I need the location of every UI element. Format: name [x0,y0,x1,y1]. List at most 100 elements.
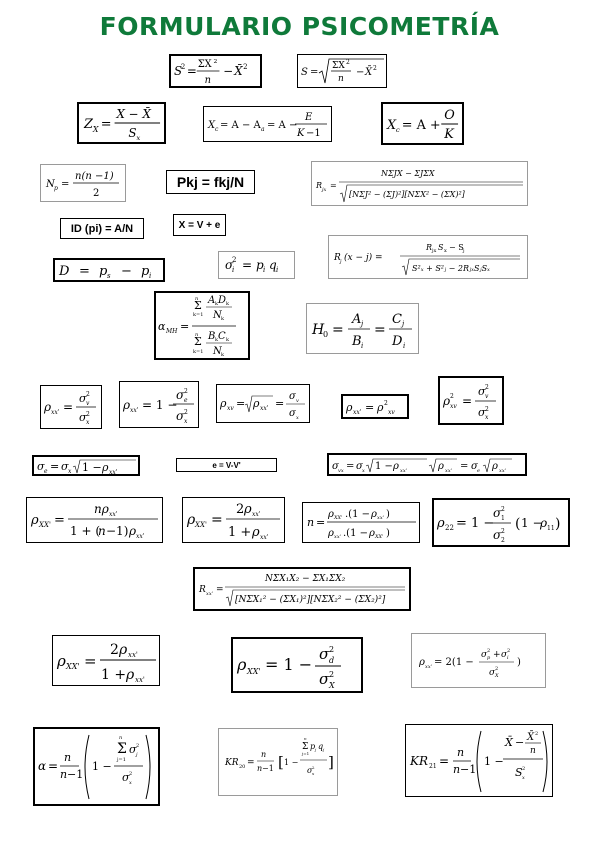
svg-text:k: k [226,337,230,343]
svg-text:α: α [158,320,166,333]
svg-text:=: = [61,179,69,190]
svg-text:σ: σ [129,743,137,756]
svg-text:j: j [314,747,317,752]
svg-text:xx': xx' [260,405,269,412]
svg-text:=: = [216,585,224,595]
svg-text:X̄: X̄ [504,735,514,748]
svg-text:D: D [58,264,70,279]
svg-text:ρ: ρ [122,398,130,412]
svg-text:S: S [301,67,308,78]
svg-text:= 1 −: = 1 − [265,655,312,674]
svg-text:q: q [269,258,277,272]
svg-text:=: = [48,759,58,773]
svg-text:X: X [207,120,216,131]
svg-text:ρ: ρ [442,394,450,408]
svg-text:=: = [54,513,65,528]
svg-text:(: ( [515,516,520,532]
svg-text:= 2(1 −: = 2(1 − [434,657,474,668]
svg-text:22: 22 [445,524,454,532]
svg-text:ρ: ρ [56,652,66,670]
svg-text:xx': xx' [252,511,261,518]
svg-text:2: 2 [373,65,377,72]
svg-text:i: i [149,272,151,280]
svg-text:1 + (: 1 + ( [70,524,100,538]
svg-text:xx': xx' [377,515,384,521]
svg-text:21: 21 [429,763,437,770]
svg-text:R: R [315,181,322,190]
svg-text:=: = [374,322,386,338]
svg-text:xv: xv [388,409,395,416]
svg-text:σ: σ [319,670,330,688]
formula-p-kj: Pkj = fkj/N [166,170,255,194]
svg-text:ρ: ρ [327,528,334,539]
svg-text:2: 2 [110,642,119,658]
svg-text:ρ: ρ [236,655,247,674]
svg-text:MH: MH [165,328,178,335]
svg-text:v: v [86,400,90,407]
svg-text:XX': XX' [374,534,384,540]
svg-text:k: k [221,352,225,358]
svg-text:i: i [276,266,278,274]
svg-text:ρ: ρ [118,642,128,658]
svg-text:2: 2 [384,400,388,407]
svg-text:2: 2 [522,766,525,772]
svg-text:k: k [226,301,230,307]
svg-text:XX': XX' [65,662,80,671]
svg-text:j=1: j=1 [116,757,126,763]
svg-text:ρ: ρ [101,461,109,474]
svg-text:Σ: Σ [194,299,202,312]
svg-text:i: i [263,266,265,274]
svg-text:2: 2 [495,666,498,672]
svg-text:H: H [311,322,325,338]
svg-text:2: 2 [485,406,489,413]
svg-text:ρ: ρ [376,401,384,414]
svg-text:−: − [121,264,132,279]
svg-text:n: n [195,296,198,302]
svg-text:X: X [386,117,397,132]
svg-text:=: = [211,512,223,528]
svg-text:j: j [322,747,325,752]
svg-text:xx': xx' [445,468,452,474]
svg-text:Σ: Σ [117,741,127,757]
svg-text:e: e [44,468,48,475]
svg-text:=: = [180,320,189,333]
svg-text:x: x [362,468,365,474]
svg-text:j: j [135,752,138,758]
svg-text:ρ: ρ [327,509,334,520]
svg-text:.(1 −: .(1 − [343,528,368,539]
svg-text:B: B [207,331,215,342]
svg-text:n: n [119,735,122,741]
svg-text:σ: σ [481,650,488,660]
svg-text:k: k [215,337,219,343]
svg-text:1 −: 1 − [82,461,102,474]
svg-text:2: 2 [329,645,334,654]
svg-text:): ) [386,509,390,520]
svg-text:C: C [392,312,402,327]
svg-text:20: 20 [239,764,245,770]
svg-text:σ: σ [493,506,502,520]
svg-text:2: 2 [86,391,90,398]
svg-text:ρ: ρ [30,513,39,528]
svg-text:σ: σ [356,461,364,472]
svg-text:σ: σ [493,528,502,542]
svg-text:xx': xx' [128,651,138,659]
svg-text:=: = [439,754,449,768]
svg-text:XX': XX' [38,521,51,529]
svg-text:k=1: k=1 [193,312,203,318]
svg-text:N: N [45,179,56,190]
svg-text:ρ: ρ [43,400,51,414]
svg-text:n: n [457,746,464,759]
svg-text:i: i [507,655,509,661]
svg-text:ΣX: ΣX [332,61,345,71]
svg-text:E: E [304,112,313,123]
svg-text:2: 2 [535,731,538,737]
svg-text:n(n −1): n(n −1) [75,171,114,182]
svg-text:S: S [174,64,182,78]
